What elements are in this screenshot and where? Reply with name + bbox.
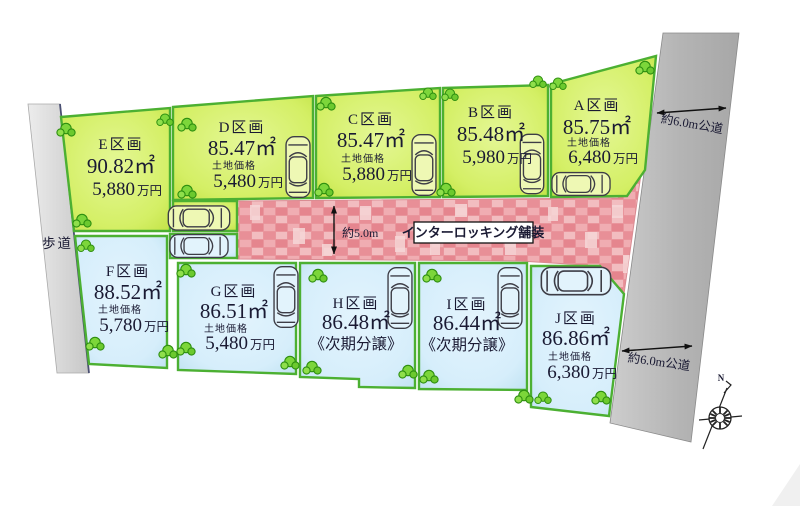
- plot-name: C区画: [348, 112, 394, 128]
- price-label: 土地価格: [204, 322, 248, 335]
- plot-area: 90.82㎡: [87, 154, 155, 178]
- car-icon: [167, 205, 231, 231]
- plot-name: D区画: [219, 120, 266, 136]
- plot-name: F区画: [106, 264, 150, 280]
- plot-status: 《次期分譲》: [309, 335, 402, 353]
- plot-status: 《次期分譲》: [420, 336, 513, 354]
- plot-area: 86.44㎡: [433, 311, 501, 335]
- plot-J-region: [529, 264, 626, 418]
- price-label: 土地価格: [341, 152, 385, 165]
- price-label: 土地価格: [548, 350, 592, 363]
- plot-B-text: B区画 85.48㎡ 5,980 万円: [457, 105, 532, 168]
- car-icon: [285, 135, 311, 199]
- price-value: 5,480: [205, 333, 248, 354]
- car-icon: [387, 266, 413, 330]
- plot-A-region: [549, 54, 658, 199]
- corner-road-hint: [772, 464, 800, 506]
- plot-C-region: [314, 86, 442, 200]
- price-value: 5,980: [462, 147, 505, 168]
- price-label: 土地価格: [212, 159, 256, 172]
- price-value: 6,380: [547, 362, 590, 383]
- plot-F-region: [73, 234, 169, 370]
- pavement-light-tiles: [250, 204, 633, 273]
- car-icon: [411, 133, 437, 197]
- price-unit: 万円: [137, 184, 162, 198]
- pavement-label: インターロッキング舗装: [402, 225, 545, 240]
- plot-row-bottom: [73, 232, 626, 418]
- plot-area: 86.48㎡: [322, 310, 390, 334]
- compass-north-label: N: [718, 373, 725, 383]
- plot-name: I区画: [447, 297, 488, 313]
- plot-D-text: D区画 85.47㎡ 土地価格 5,480 万円: [208, 120, 283, 192]
- plot-C-text: C区画 85.47㎡ 土地価格 5,880 万円: [337, 112, 412, 185]
- plot-name: H区画: [333, 296, 380, 312]
- plot-name: A区画: [574, 98, 621, 114]
- price-unit: 万円: [507, 152, 532, 166]
- price-label: 土地価格: [567, 136, 611, 149]
- price-value: 5,480: [213, 171, 256, 192]
- plot-area: 85.48㎡: [457, 122, 525, 146]
- pavement-width-dim: 約5.0m: [331, 205, 379, 255]
- pavement-label-box: インターロッキング舗装: [402, 221, 545, 244]
- plot-H-text: H区画 86.48㎡ 《次期分譲》: [309, 296, 402, 353]
- plot-G-text: G区画 86.51㎡ 土地価格 5,480 万円: [200, 284, 275, 354]
- price-unit: 万円: [144, 320, 169, 334]
- car-icon: [540, 266, 612, 296]
- plot-name: J区画: [555, 311, 597, 327]
- plot-area: 86.86㎡: [542, 326, 610, 350]
- car-icon: [551, 171, 611, 197]
- price-unit: 万円: [613, 152, 638, 166]
- car-icon: [497, 266, 523, 330]
- price-value: 5,780: [99, 315, 142, 336]
- bush-icon: [529, 75, 547, 88]
- public-road-strip: [609, 32, 740, 443]
- plot-A-text: A区画 85.75㎡ 土地価格 6,480 万円: [563, 98, 638, 168]
- price-unit: 万円: [592, 367, 617, 381]
- price-value: 5,880: [92, 179, 135, 200]
- plot-G-region: [176, 261, 298, 376]
- plot-H-region: [298, 261, 417, 390]
- car-icon: [169, 233, 229, 259]
- plot-D-region: [171, 94, 315, 202]
- price-unit: 万円: [387, 169, 412, 183]
- price-unit: 万円: [250, 338, 275, 352]
- car-icon: [273, 265, 299, 329]
- compass-icon: N: [698, 373, 743, 450]
- plot-name: B区画: [468, 105, 514, 121]
- plot-name: G区画: [211, 284, 258, 300]
- plot-F-text: F区画 88.52㎡ 土地価格 5,780 万円: [94, 264, 169, 336]
- plot-E-text: E区画 90.82㎡ 5,880 万円: [87, 137, 162, 200]
- price-value: 6,480: [568, 147, 611, 168]
- plot-I-text: I区画 86.44㎡ 《次期分譲》: [420, 297, 513, 354]
- plot-E-region: [59, 106, 172, 233]
- pavement-width-label: 約5.0m: [342, 225, 379, 240]
- plot-area: 85.75㎡: [563, 115, 631, 139]
- plot-area: 85.47㎡: [337, 128, 405, 152]
- price-value: 5,880: [342, 164, 385, 185]
- price-label: 土地価格: [98, 303, 142, 316]
- plot-area: 85.47㎡: [208, 136, 276, 160]
- plot-area: 86.51㎡: [200, 299, 268, 323]
- price-unit: 万円: [258, 176, 283, 190]
- sidewalk-label: 歩道: [42, 236, 73, 251]
- plot-name: E区画: [98, 137, 143, 153]
- plot-J-text: J区画 86.86㎡ 土地価格 6,380 万円: [542, 311, 617, 383]
- plot-area: 88.52㎡: [94, 280, 162, 304]
